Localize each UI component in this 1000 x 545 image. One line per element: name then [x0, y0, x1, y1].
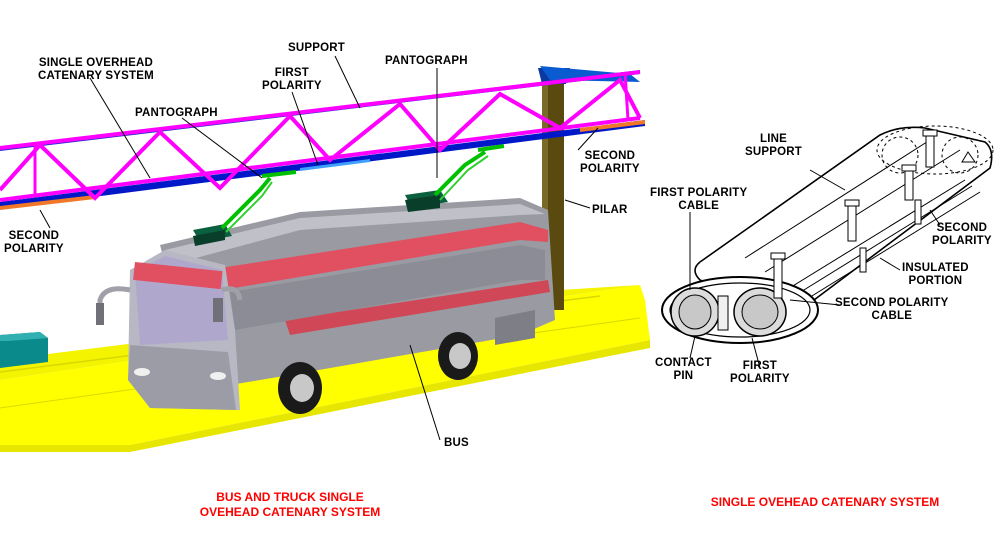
- label-pantograph-left: PANTOGRAPH: [135, 107, 218, 119]
- caption-left: BUS AND TRUCK SINGLE OVEHEAD CATENARY SY…: [199, 490, 381, 519]
- label-insulated-portion: INSULATED PORTION: [902, 262, 969, 287]
- label-second-polarity-left: SECOND POLARITY: [4, 230, 64, 255]
- label-second-polarity-right: SECOND POLARITY: [580, 150, 640, 175]
- support-truss: [0, 70, 642, 202]
- caption-right: SINGLE OVEHEAD CATENARY SYSTEM: [710, 495, 940, 509]
- label-line-support: LINE SUPPORT: [745, 133, 802, 158]
- right-leader-lines: [689, 169, 941, 369]
- label-single-overhead-catenary: SINGLE OVERHEAD CATENARY SYSTEM: [38, 57, 154, 82]
- left-equipment-box: [0, 332, 48, 368]
- label-second-polarity: SECOND POLARITY: [932, 222, 992, 247]
- label-second-polarity-cable: SECOND POLARITY CABLE: [835, 297, 949, 322]
- bus: [96, 198, 555, 414]
- label-bus: BUS: [444, 437, 469, 449]
- pantographs: [193, 144, 505, 246]
- label-support: SUPPORT: [288, 42, 345, 54]
- label-pantograph-top: PANTOGRAPH: [385, 55, 468, 67]
- label-contact-pin: CONTACT PIN: [655, 357, 712, 382]
- label-first-polarity-left: FIRST POLARITY: [262, 67, 322, 92]
- label-first-polarity-cable: FIRST POLARITY CABLE: [650, 187, 748, 212]
- label-pilar: PILAR: [592, 204, 628, 216]
- line-support-drawing: [661, 125, 994, 344]
- left-leader-lines: [39, 55, 599, 441]
- label-first-polarity-right: FIRST POLARITY: [730, 360, 790, 385]
